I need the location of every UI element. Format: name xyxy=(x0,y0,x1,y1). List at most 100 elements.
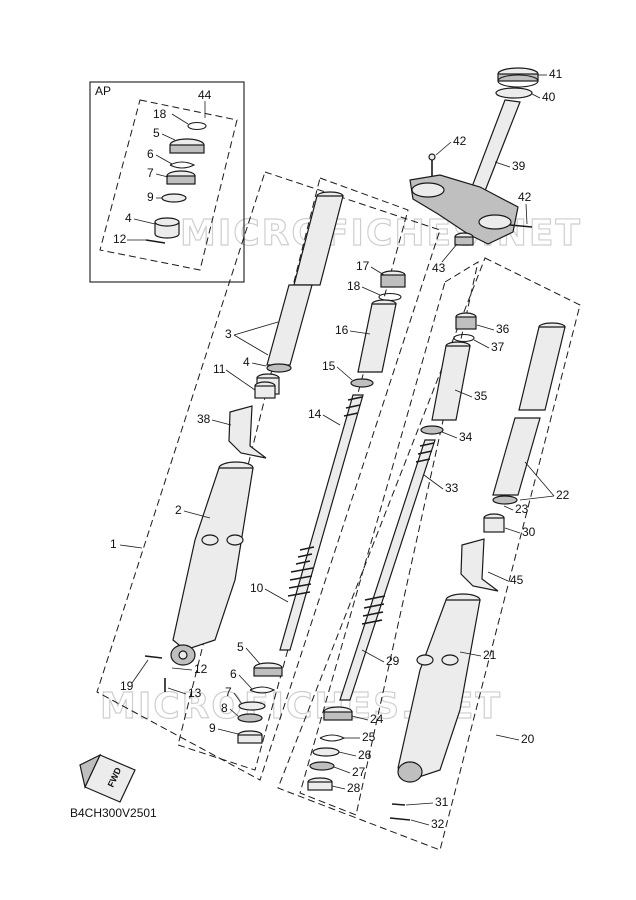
callout-13: 13 xyxy=(188,686,202,700)
leader-21 xyxy=(459,651,482,657)
callout-28: 28 xyxy=(347,781,361,795)
callout-32: 32 xyxy=(431,817,445,831)
inset-oil-seal-body xyxy=(169,144,205,154)
caliper-mount-right-2 xyxy=(441,654,459,666)
leader-30 xyxy=(504,527,521,534)
callout-7-inset: 7 xyxy=(147,166,154,180)
oil-seal-right-body xyxy=(323,711,353,721)
callout-31: 31 xyxy=(435,795,449,809)
bushing-11 xyxy=(254,385,276,399)
callout-14: 14 xyxy=(308,407,322,421)
inset-o-ring xyxy=(187,121,207,131)
leader-42-top xyxy=(435,141,452,156)
leader-26 xyxy=(338,751,357,757)
callout-6: 6 xyxy=(230,667,237,681)
callout-33: 33 xyxy=(445,481,459,495)
callout-7: 7 xyxy=(225,685,232,699)
callout-17: 17 xyxy=(356,259,370,273)
callout-43: 43 xyxy=(432,261,446,275)
axle-holder-left-hole xyxy=(178,650,188,660)
inset-washer-body xyxy=(166,175,196,185)
leader-19 xyxy=(131,659,149,684)
clip-left xyxy=(249,686,276,694)
fwd-arrow-head xyxy=(79,753,102,789)
callout-44: 44 xyxy=(198,88,212,102)
callout-20: 20 xyxy=(521,732,535,746)
oil-seal-left-body xyxy=(253,667,283,677)
leader-34 xyxy=(441,431,458,439)
callout-9: 9 xyxy=(209,721,216,735)
leader-9 xyxy=(217,728,239,735)
callout-25: 25 xyxy=(362,730,376,744)
callout-34: 34 xyxy=(459,430,473,444)
inset-pin xyxy=(145,239,166,244)
leader-4 xyxy=(251,362,267,367)
callout-8: 8 xyxy=(221,701,228,715)
leader-3a xyxy=(233,321,279,336)
leader-38 xyxy=(211,419,232,426)
leader-35 xyxy=(454,389,473,398)
leader-22b xyxy=(519,495,555,501)
washer-7-left xyxy=(238,701,266,711)
inset-clip xyxy=(169,161,196,169)
leader-39 xyxy=(494,161,511,168)
callout-12: 12 xyxy=(194,662,208,676)
leader-32 xyxy=(410,819,430,826)
leader-40 xyxy=(531,93,541,99)
leader-24 xyxy=(351,715,369,721)
fork-spring-left-coil xyxy=(287,567,314,597)
callout-35: 35 xyxy=(474,389,488,403)
clip-right xyxy=(319,734,346,742)
leader-3b xyxy=(233,334,269,356)
leader-31 xyxy=(405,802,434,806)
callout-9-inset: 9 xyxy=(147,190,154,204)
washer-8-left xyxy=(237,713,263,723)
axle-holder-right xyxy=(397,761,423,783)
callout-42-side: 42 xyxy=(518,190,532,204)
leader-29 xyxy=(361,649,385,663)
bushing-28-right xyxy=(307,781,333,791)
callout-18: 18 xyxy=(347,279,361,293)
leader-27 xyxy=(333,766,351,774)
leader-43 xyxy=(441,243,458,263)
leader-7-inset xyxy=(155,173,169,178)
leader-33 xyxy=(423,474,444,490)
leader-28 xyxy=(331,785,346,790)
washer-27-right xyxy=(309,761,335,771)
washer-right xyxy=(420,425,444,435)
callout-37: 37 xyxy=(491,340,505,354)
under-bracket-left-clamp xyxy=(411,182,445,198)
washer-26-right xyxy=(312,747,340,757)
leader-11 xyxy=(225,369,256,391)
steering-stem xyxy=(469,99,521,197)
slide-bushing-left xyxy=(266,363,292,373)
leader-45 xyxy=(487,571,509,582)
callout-2: 2 xyxy=(175,503,182,517)
rebound-spring-right xyxy=(415,442,435,463)
bracket-bolt-top-head xyxy=(428,153,436,161)
leader-20 xyxy=(495,734,520,741)
leader-18 xyxy=(361,286,381,296)
under-bracket-right-clamp xyxy=(478,214,512,230)
diagram-code: B4CH300V2501 xyxy=(70,806,157,820)
leader-15 xyxy=(336,366,353,381)
bearing-top-body xyxy=(497,73,539,82)
caliper-mount-left-2 xyxy=(226,534,244,546)
leader-36 xyxy=(476,324,495,331)
callout-15: 15 xyxy=(322,359,336,373)
fork-guard-right xyxy=(460,538,499,592)
leader-12 xyxy=(171,667,193,671)
slide-bushing-right xyxy=(492,495,518,505)
cap-bolt-right-body xyxy=(455,316,477,330)
outer-tube-left xyxy=(172,467,254,651)
damper-rod-left xyxy=(279,394,364,651)
leader-23 xyxy=(503,505,514,511)
inner-tube-left-lower xyxy=(266,284,313,366)
o-ring-right xyxy=(453,333,475,343)
inset-bushing xyxy=(161,193,187,203)
washer-31 xyxy=(391,803,406,806)
caliper-mount-left xyxy=(201,534,219,546)
left-fork-parts xyxy=(144,191,406,744)
callout-22: 22 xyxy=(556,488,570,502)
